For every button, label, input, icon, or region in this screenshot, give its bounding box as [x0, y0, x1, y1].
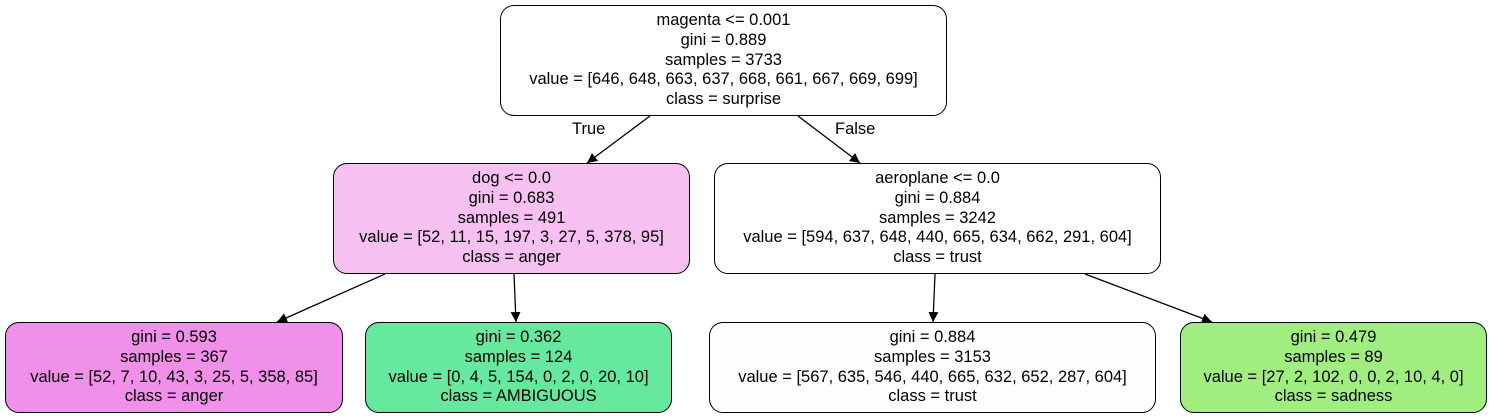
node-gini: gini = 0.479	[1290, 327, 1377, 346]
node-leaf-rl: gini = 0.884 samples = 3153 value = [567…	[709, 322, 1156, 413]
edge-right-rr	[1084, 273, 1213, 324]
node-class: class = anger	[462, 248, 561, 267]
node-class: class = AMBIGUOUS	[440, 387, 597, 406]
node-samples: samples = 3242	[879, 208, 996, 227]
node-class: class = sadness	[1274, 387, 1393, 406]
node-gini: gini = 0.884	[889, 327, 976, 346]
node-split: aeroplane <= 0.0	[875, 169, 1000, 187]
node-gini: gini = 0.683	[468, 188, 555, 207]
edge-label-false: False	[835, 120, 876, 138]
node-value: value = [52, 11, 15, 197, 3, 27, 5, 378,…	[359, 228, 664, 247]
node-class: class = anger	[124, 387, 224, 406]
node-split: dog <= 0.0	[472, 169, 551, 187]
node-gini: gini = 0.593	[131, 327, 217, 346]
node-gini: gini = 0.884	[894, 188, 981, 207]
node-samples: samples = 3153	[874, 347, 991, 366]
node-value: value = [0, 4, 5, 154, 0, 2, 0, 20, 10]	[388, 367, 649, 386]
node-value: value = [646, 648, 663, 637, 668, 661, 6…	[529, 70, 918, 89]
node-value: value = [52, 7, 10, 43, 3, 25, 5, 358, 8…	[30, 367, 318, 386]
edge-right-rl	[928, 273, 939, 323]
node-value: value = [594, 637, 648, 440, 665, 634, 6…	[743, 228, 1132, 247]
node-split: magenta <= 0.001	[656, 11, 791, 29]
node-left: dog <= 0.0 gini = 0.683 samples = 491 va…	[333, 163, 690, 274]
node-samples: samples = 491	[457, 208, 566, 227]
node-gini: gini = 0.889	[680, 30, 767, 49]
node-root: magenta <= 0.001 gini = 0.889 samples = …	[500, 5, 947, 116]
edge-label-true: True	[572, 120, 606, 138]
node-samples: samples = 124	[464, 347, 573, 366]
edge-root-right	[797, 115, 861, 164]
node-samples: samples = 3733	[665, 50, 782, 69]
node-leaf-rr: gini = 0.479 samples = 89 value = [27, 2…	[1180, 322, 1487, 413]
node-value: value = [567, 635, 546, 440, 665, 632, 6…	[738, 367, 1127, 386]
edge-left-ll	[276, 273, 386, 323]
node-class: class = trust	[888, 387, 977, 406]
node-value: value = [27, 2, 102, 0, 0, 2, 10, 4, 0]	[1203, 367, 1464, 386]
node-leaf-lr: gini = 0.362 samples = 124 value = [0, 4…	[365, 322, 672, 413]
node-samples: samples = 367	[120, 347, 228, 366]
edge-root-left	[586, 115, 651, 164]
node-class: class = surprise	[665, 90, 782, 109]
node-class: class = trust	[893, 248, 982, 267]
node-gini: gini = 0.362	[475, 327, 562, 346]
node-leaf-ll: gini = 0.593 samples = 367 value = [52, …	[5, 322, 343, 413]
edge-left-lr	[510, 273, 521, 323]
node-samples: samples = 89	[1284, 347, 1383, 366]
node-right: aeroplane <= 0.0 gini = 0.884 samples = …	[714, 163, 1161, 274]
